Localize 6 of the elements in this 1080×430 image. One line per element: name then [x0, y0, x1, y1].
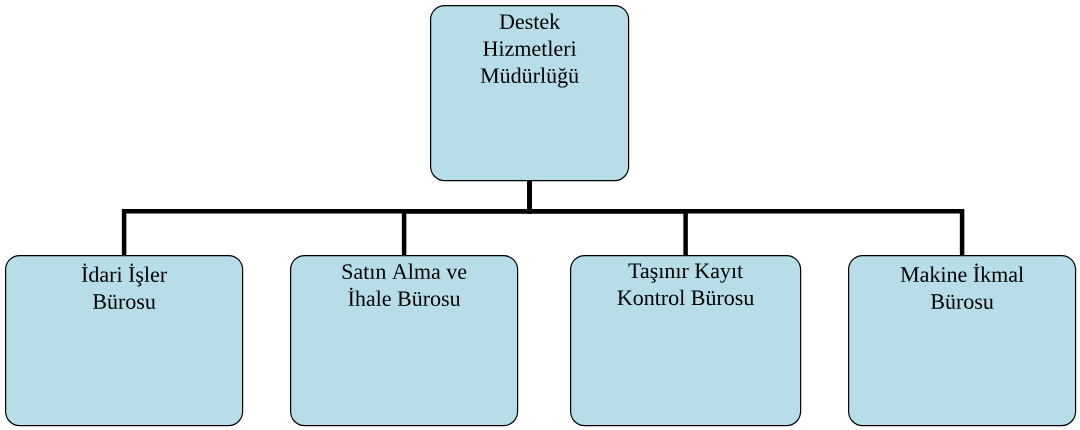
connector-line — [527, 181, 965, 255]
org-box: Makine İkmal Bürosu — [848, 255, 1077, 427]
org-box: Taşınır Kayıt Kontrol Bürosu — [570, 255, 802, 427]
org-box: Destek Hizmetleri Müdürlüğü — [430, 5, 630, 182]
org-box: Satın Alma ve İhale Bürosu — [290, 255, 519, 427]
org-box: İdari İşler Bürosu — [5, 255, 244, 427]
